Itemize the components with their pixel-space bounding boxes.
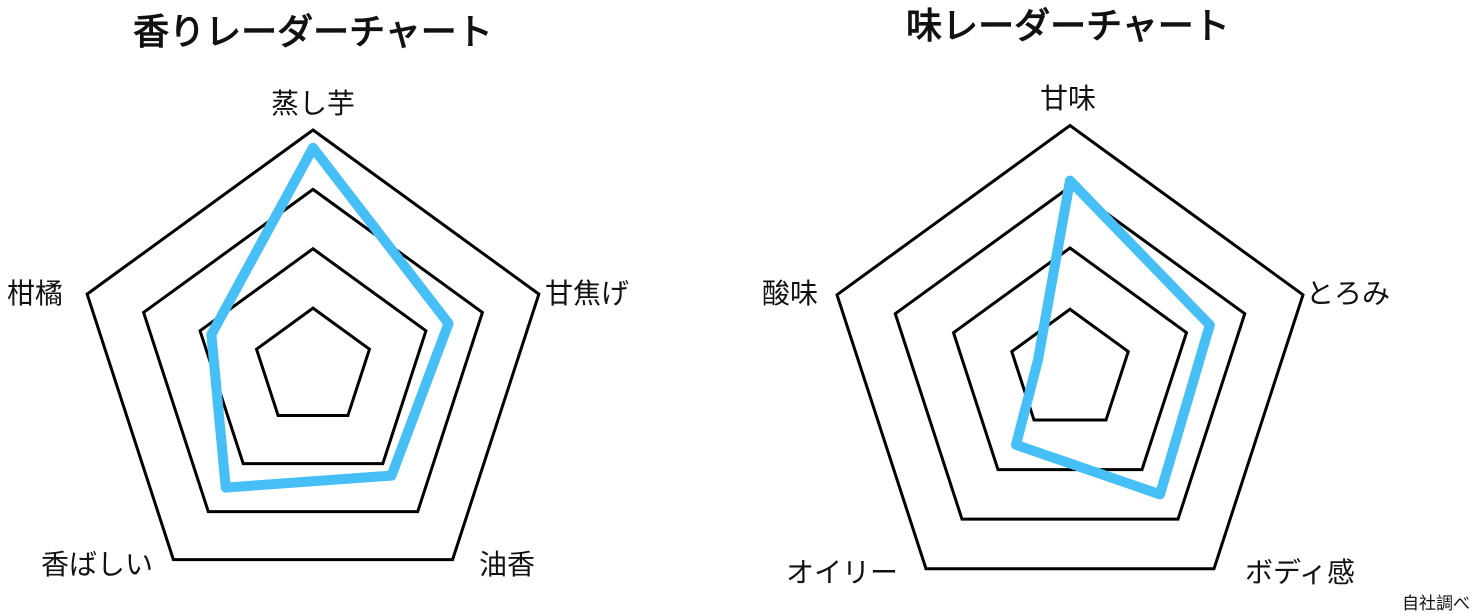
axis-label: ボディ感	[1245, 556, 1355, 589]
axis-label: 柑橘	[7, 277, 63, 310]
footnote: 自社調べ	[1402, 594, 1470, 614]
grid-ring	[835, 123, 1305, 571]
axis-label: 甘焦げ	[545, 277, 629, 310]
axis-label: 油香	[479, 548, 535, 581]
grid-ring	[141, 187, 485, 514]
axis-label: 香ばしい	[41, 548, 153, 581]
axis-label: とろみ	[1306, 277, 1390, 310]
data-series-polygon	[206, 142, 454, 493]
grid-ring	[254, 306, 372, 418]
axis-label: オイリー	[786, 556, 898, 589]
data-series-polygon	[1010, 175, 1215, 500]
chart-title-aroma: 香りレーダーチャート	[133, 12, 493, 53]
axis-label: 甘味	[1040, 82, 1096, 115]
axis-label: 蒸し芋	[271, 87, 355, 120]
grid-ring	[1009, 307, 1131, 422]
grid-ring	[951, 246, 1189, 472]
axis-label: 酸味	[762, 277, 818, 310]
grid-ring	[198, 246, 428, 466]
grid-ring	[893, 184, 1247, 521]
chart-title-taste: 味レーダーチャート	[906, 6, 1230, 47]
grid-ring	[85, 128, 541, 562]
